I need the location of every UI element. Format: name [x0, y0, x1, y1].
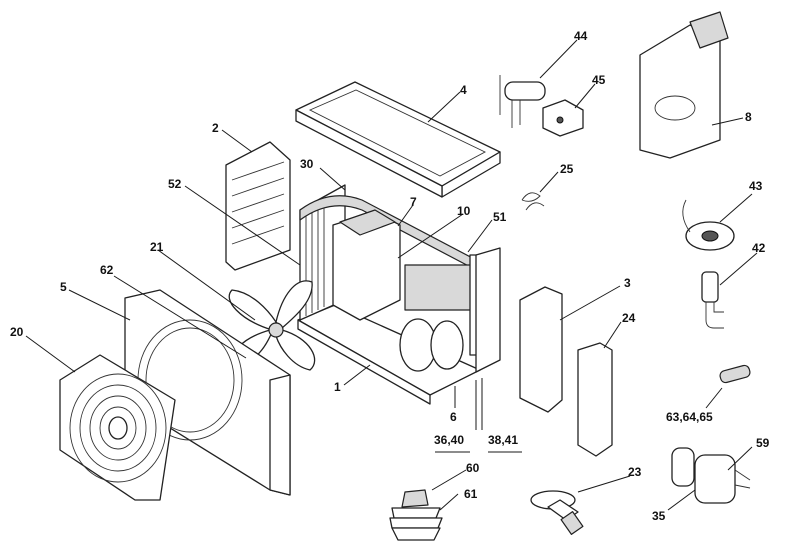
part-drain-bellows [389, 507, 443, 541]
callout-20: 20 [10, 325, 24, 339]
part-compressor [671, 447, 751, 504]
part-side-cover [577, 342, 613, 457]
callout-labels: 2 4 44 45 8 52 30 25 7 10 51 43 21 62 5 … [10, 29, 770, 523]
callout-62: 62 [100, 263, 114, 277]
callout-35: 35 [652, 509, 666, 523]
part-rear-grille [225, 141, 291, 271]
part-drain-cap [401, 489, 429, 508]
part-clip [521, 192, 545, 211]
callout-23: 23 [628, 465, 642, 479]
callout-61: 61 [464, 487, 478, 501]
part-four-way-valve [499, 75, 546, 128]
callout-30: 30 [300, 157, 314, 171]
part-sensor [719, 364, 751, 384]
part-top-cover [295, 81, 501, 198]
part-reactor [682, 199, 735, 251]
part-fan-blade [228, 280, 316, 371]
callout-42: 42 [752, 241, 766, 255]
part-drain-elbow [530, 490, 584, 535]
part-valve-coil [542, 99, 584, 137]
callout-44: 44 [574, 29, 588, 43]
callout-43: 43 [749, 179, 763, 193]
callout-63-64-65: 63,64,65 [666, 410, 713, 424]
callout-3: 3 [624, 276, 631, 290]
part-electrical-box [332, 209, 401, 321]
part-expansion-valve [701, 271, 724, 329]
callout-21: 21 [150, 240, 164, 254]
callout-52: 52 [168, 177, 182, 191]
leader-lines [25, 39, 758, 511]
callout-60: 60 [466, 461, 480, 475]
callout-45: 45 [592, 73, 606, 87]
callout-6: 6 [450, 410, 457, 424]
callout-24: 24 [622, 311, 636, 325]
callout-5: 5 [60, 280, 67, 294]
callout-36-40: 36,40 [434, 433, 464, 447]
callout-10: 10 [457, 204, 471, 218]
part-fan-guard [59, 354, 176, 501]
part-right-side-condenser [475, 247, 501, 373]
callout-8: 8 [745, 110, 752, 124]
callout-25: 25 [560, 162, 574, 176]
callout-1: 1 [334, 380, 341, 394]
part-side-panel [519, 286, 563, 413]
callout-51: 51 [493, 210, 507, 224]
callout-59: 59 [756, 436, 770, 450]
callout-2: 2 [212, 121, 219, 135]
callout-4: 4 [460, 83, 467, 97]
part-back-panel [639, 11, 729, 159]
callout-7: 7 [410, 195, 417, 209]
callout-38-41: 38,41 [488, 433, 518, 447]
